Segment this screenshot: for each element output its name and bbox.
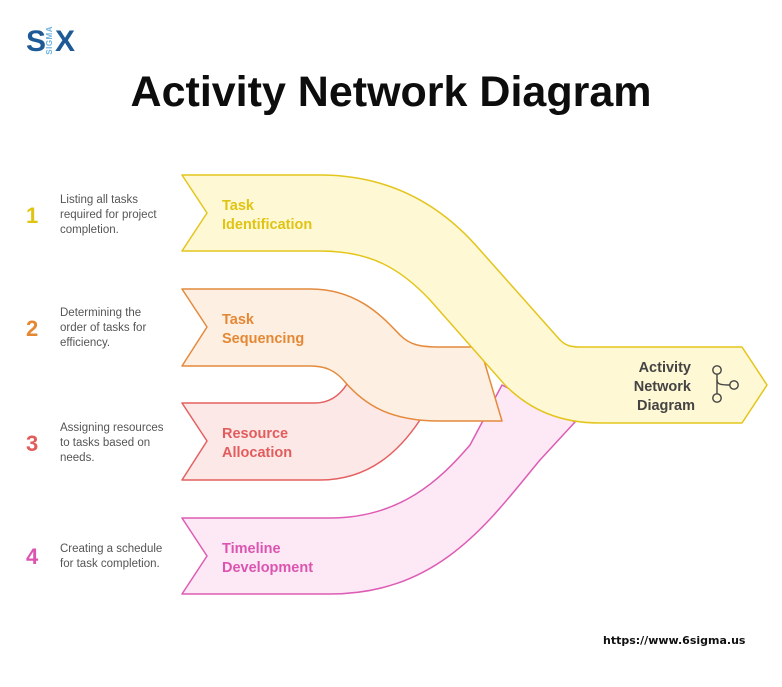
label-line: Timeline (222, 541, 281, 557)
footer-url[interactable]: https://www.6sigma.us (603, 634, 746, 647)
description-line: to tasks based on (60, 437, 151, 449)
description-line: required for project (60, 209, 157, 221)
step-4: 4 Creating a schedule for task completio… (26, 542, 178, 572)
band-label-task-identification: Task Identification (222, 198, 312, 233)
sixsigma-logo: S SIGMA X (26, 25, 75, 58)
label-line: Resource (222, 426, 288, 442)
band-resource-allocation (181, 383, 421, 481)
description-line: efficiency. (60, 337, 111, 349)
page-title: Activity Network Diagram (130, 68, 652, 116)
description-line: order of tasks for (60, 322, 147, 334)
label-line: Task (222, 312, 255, 328)
label-line: Identification (222, 217, 312, 233)
label-line: Allocation (222, 445, 292, 461)
step-2: 2 Determining the order of tasks for eff… (26, 306, 178, 351)
description-line: completion. (60, 224, 119, 236)
description-line: Listing all tasks (60, 194, 138, 206)
step-number: 4 (26, 544, 39, 569)
step-number: 1 (26, 202, 39, 228)
label-line: Task (222, 198, 255, 214)
network-branch-icon (712, 365, 739, 403)
description-line: for task completion. (60, 558, 160, 570)
label-line: Diagram (637, 398, 695, 414)
label-line: Activity (639, 360, 691, 376)
description-line: Creating a schedule (60, 543, 163, 555)
band-timeline-development (181, 384, 576, 595)
logo-letter-s: S (26, 25, 46, 58)
description-line: needs. (60, 452, 95, 464)
step-1: 1 Listing all tasks required for project… (26, 193, 178, 238)
logo-letter-x: X (55, 25, 75, 58)
label-line: Development (222, 560, 313, 576)
step-description: Determining the order of tasks for effic… (60, 306, 178, 351)
step-description: Listing all tasks required for project c… (60, 193, 178, 238)
band-task-identification (181, 174, 768, 424)
target-label-activity-network-diagram: Activity Network Diagram (634, 360, 695, 414)
step-number: 3 (26, 430, 39, 456)
step-3: 3 Assigning resources to tasks based on … (26, 421, 178, 466)
label-line: Sequencing (222, 331, 304, 347)
description-line: Determining the (60, 307, 142, 319)
band-label-timeline-development: Timeline Development (222, 541, 313, 576)
band-label-resource-allocation: Resource Allocation (222, 426, 292, 461)
label-line: Network (634, 379, 692, 395)
band-label-task-sequencing: Task Sequencing (222, 312, 304, 347)
step-description: Creating a schedule for task completion. (60, 542, 178, 572)
band-task-sequencing (181, 288, 503, 422)
step-number: 2 (26, 315, 39, 341)
step-description: Assigning resources to tasks based on ne… (60, 421, 178, 466)
description-line: Assigning resources (60, 422, 164, 434)
